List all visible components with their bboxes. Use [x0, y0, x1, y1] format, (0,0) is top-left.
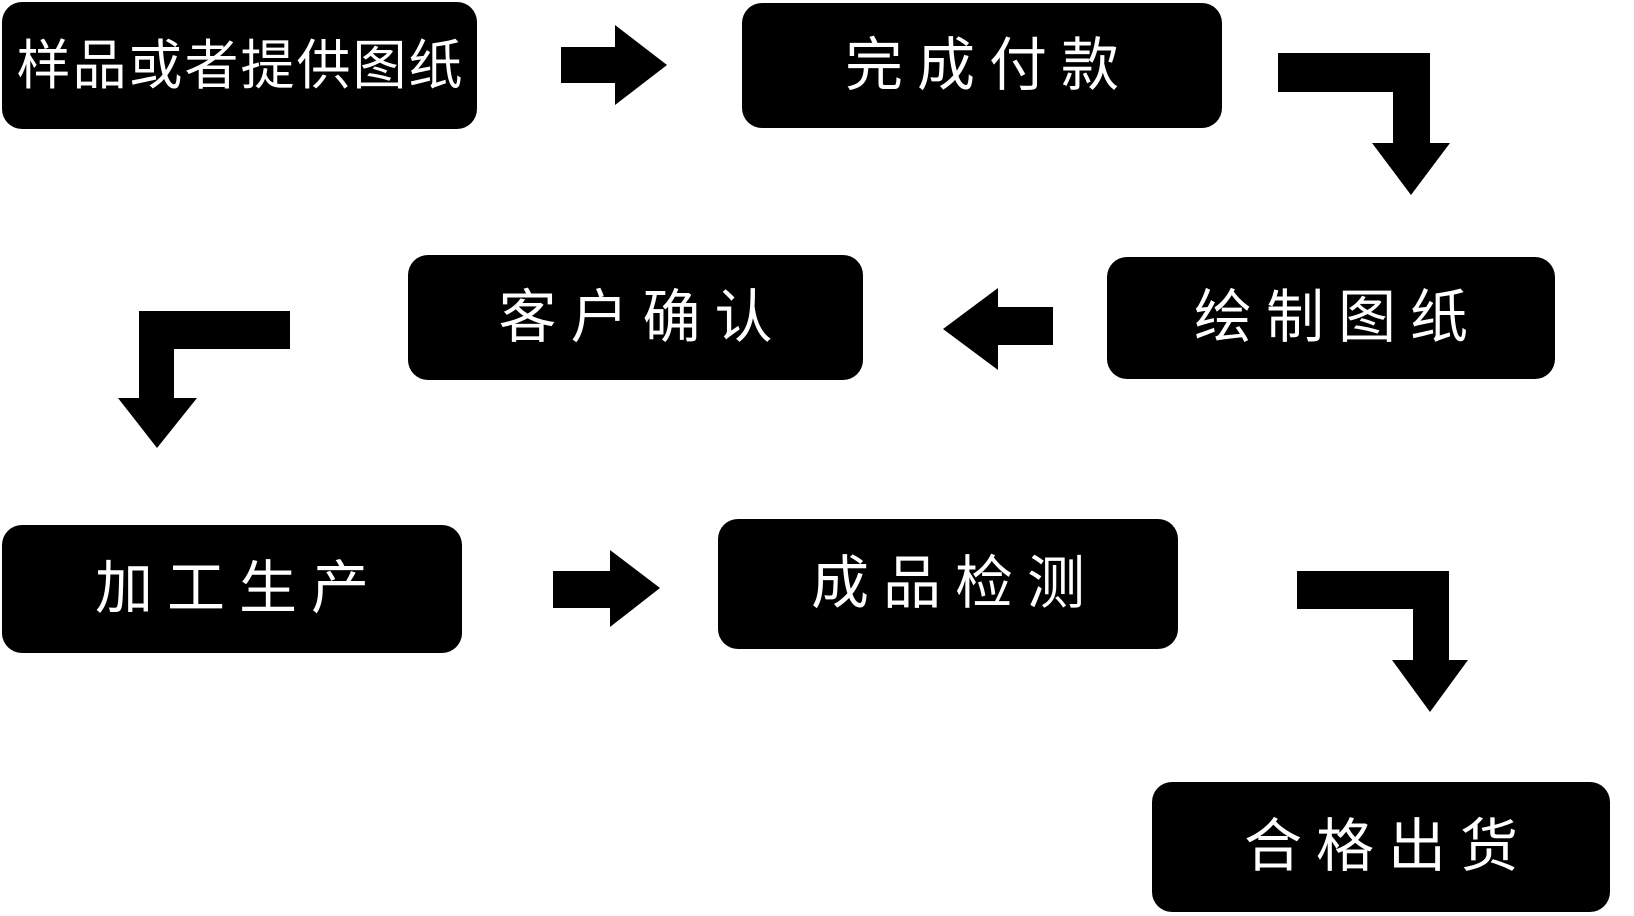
- flow-node-draw: 绘制图纸: [1107, 257, 1555, 379]
- arrow-inspection-to-shipment: [1297, 571, 1468, 712]
- arrow-draw-to-confirm: [943, 288, 1053, 370]
- flow-node-payment: 完成付款: [742, 3, 1222, 128]
- arrow-production-to-inspection: [553, 550, 660, 627]
- flow-node-inspection: 成品检测: [718, 519, 1178, 649]
- arrow-payment-to-draw: [1278, 53, 1450, 195]
- flow-node-confirm: 客户确认: [408, 255, 863, 380]
- arrow-sample-to-payment: [561, 25, 667, 105]
- flow-node-production: 加工生产: [2, 525, 462, 653]
- flow-node-shipment: 合格出货: [1152, 782, 1610, 912]
- flow-node-sample: 样品或者提供图纸: [2, 2, 477, 129]
- arrow-confirm-to-production: [118, 311, 290, 448]
